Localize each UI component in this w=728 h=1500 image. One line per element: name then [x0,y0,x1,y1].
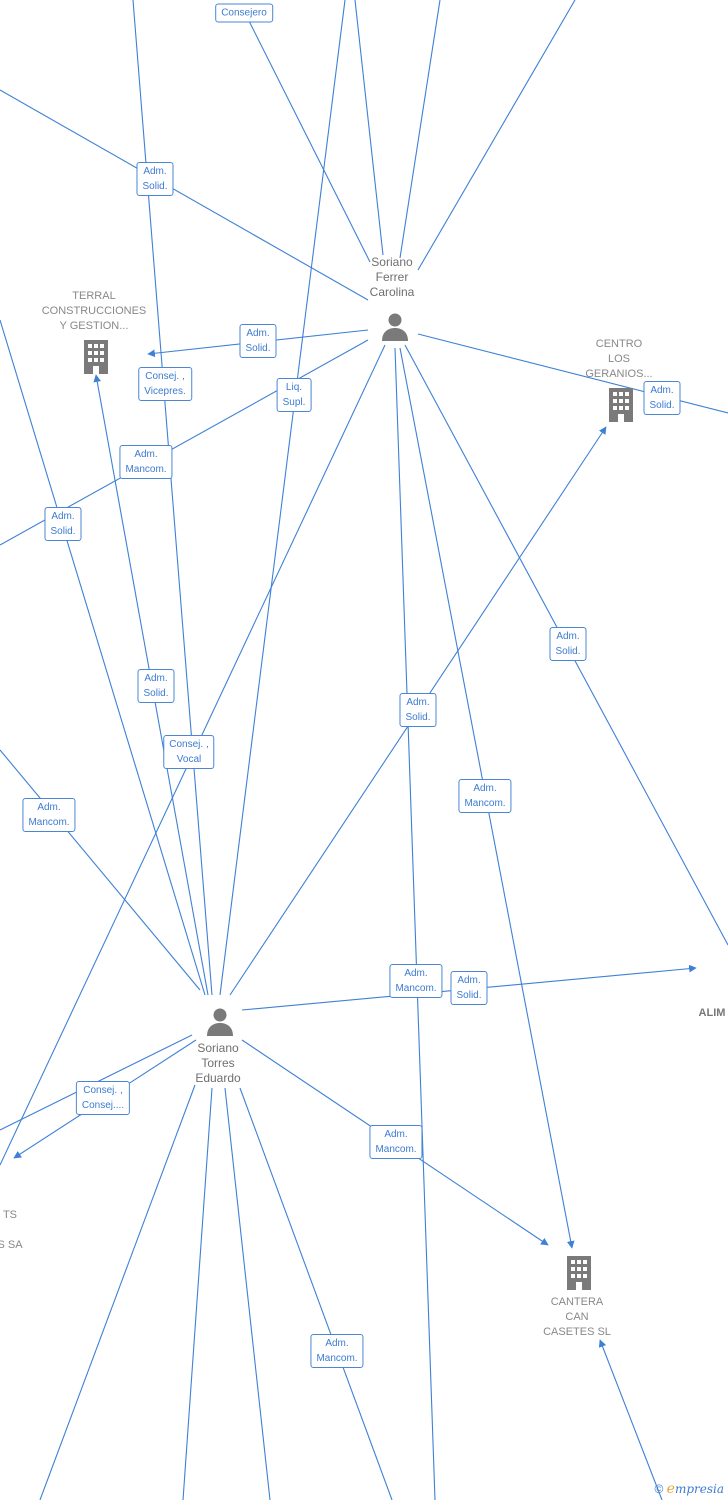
edge-label-adm-solid[interactable]: Adm. Solid. [450,971,488,1005]
edge-label-adm-solid[interactable]: Adm. Solid. [399,693,437,727]
building-icon[interactable] [565,1256,593,1290]
edge [417,0,576,271]
edge [39,1084,196,1500]
company-alim[interactable]: ALIM [698,1007,726,1019]
edge [244,12,371,263]
building-icon[interactable] [82,340,110,374]
company-terral[interactable]: TERRAL CONSTRUCCIONES Y GESTION... [41,290,147,332]
edge-label-consej-vocal[interactable]: Consej. , Vocal [163,735,215,769]
edge [182,1087,213,1500]
edge-label-adm-mancom[interactable]: Adm. Mancom. [310,1334,364,1368]
edge [354,0,384,256]
edge-label-adm-mancom[interactable]: Adm. Mancom. [119,445,173,479]
company-centro[interactable]: CENTRO LOS GERANIOS... [585,338,653,380]
person-icon[interactable] [205,1006,235,1036]
edge-label-adm-solid[interactable]: Adm. Solid. [239,324,277,358]
edge [132,0,213,996]
copyright-symbol: © [654,1482,664,1496]
edge-label-adm-solid[interactable]: Adm. Solid. [137,669,175,703]
edge-label-adm-mancom[interactable]: Adm. Mancom. [369,1125,423,1159]
edge-label-consejero[interactable]: Consejero [215,3,273,23]
brand-e: e [666,1481,675,1497]
company-left-partial[interactable]: TS S SA [0,1209,23,1251]
edge [399,0,441,259]
edge [417,333,728,414]
edge [0,749,201,991]
edge-label-adm-solid[interactable]: Adm. Solid. [44,507,82,541]
edge-label-adm-mancom[interactable]: Adm. Mancom. [458,779,512,813]
edge-label-adm-solid[interactable]: Adm. Solid. [549,627,587,661]
edge-label-adm-solid[interactable]: Adm. Solid. [136,162,174,196]
edge [598,1339,663,1500]
building-icon[interactable] [607,388,635,422]
company-cantera[interactable]: CANTERA CAN CASETES SL [543,1296,611,1338]
person-name-soriano-torres[interactable]: Soriano Torres Eduardo [195,1041,241,1085]
edge-label-consej-vicepres[interactable]: Consej. , Vicepres. [138,367,192,401]
empresia-watermark: © empresia [654,1481,724,1497]
edge [0,319,206,996]
edge [219,0,346,996]
person-name-soriano-ferrer[interactable]: Soriano Ferrer Carolina [369,255,415,299]
edge-label-adm-solid-centro[interactable]: Adm. Solid. [643,381,681,415]
edge [0,89,369,301]
edge-label-consej-consej[interactable]: Consej. , Consej.... [75,1081,131,1115]
edge [224,1087,271,1500]
edge-label-liq-supl[interactable]: Liq. Supl. [276,378,312,412]
edge [239,1087,393,1500]
edge [394,347,436,1500]
edge-label-adm-mancom[interactable]: Adm. Mancom. [22,798,76,832]
person-icon[interactable] [380,311,410,341]
edge-label-adm-mancom[interactable]: Adm. Mancom. [389,964,443,998]
brand-name: mpresia [674,1482,724,1496]
